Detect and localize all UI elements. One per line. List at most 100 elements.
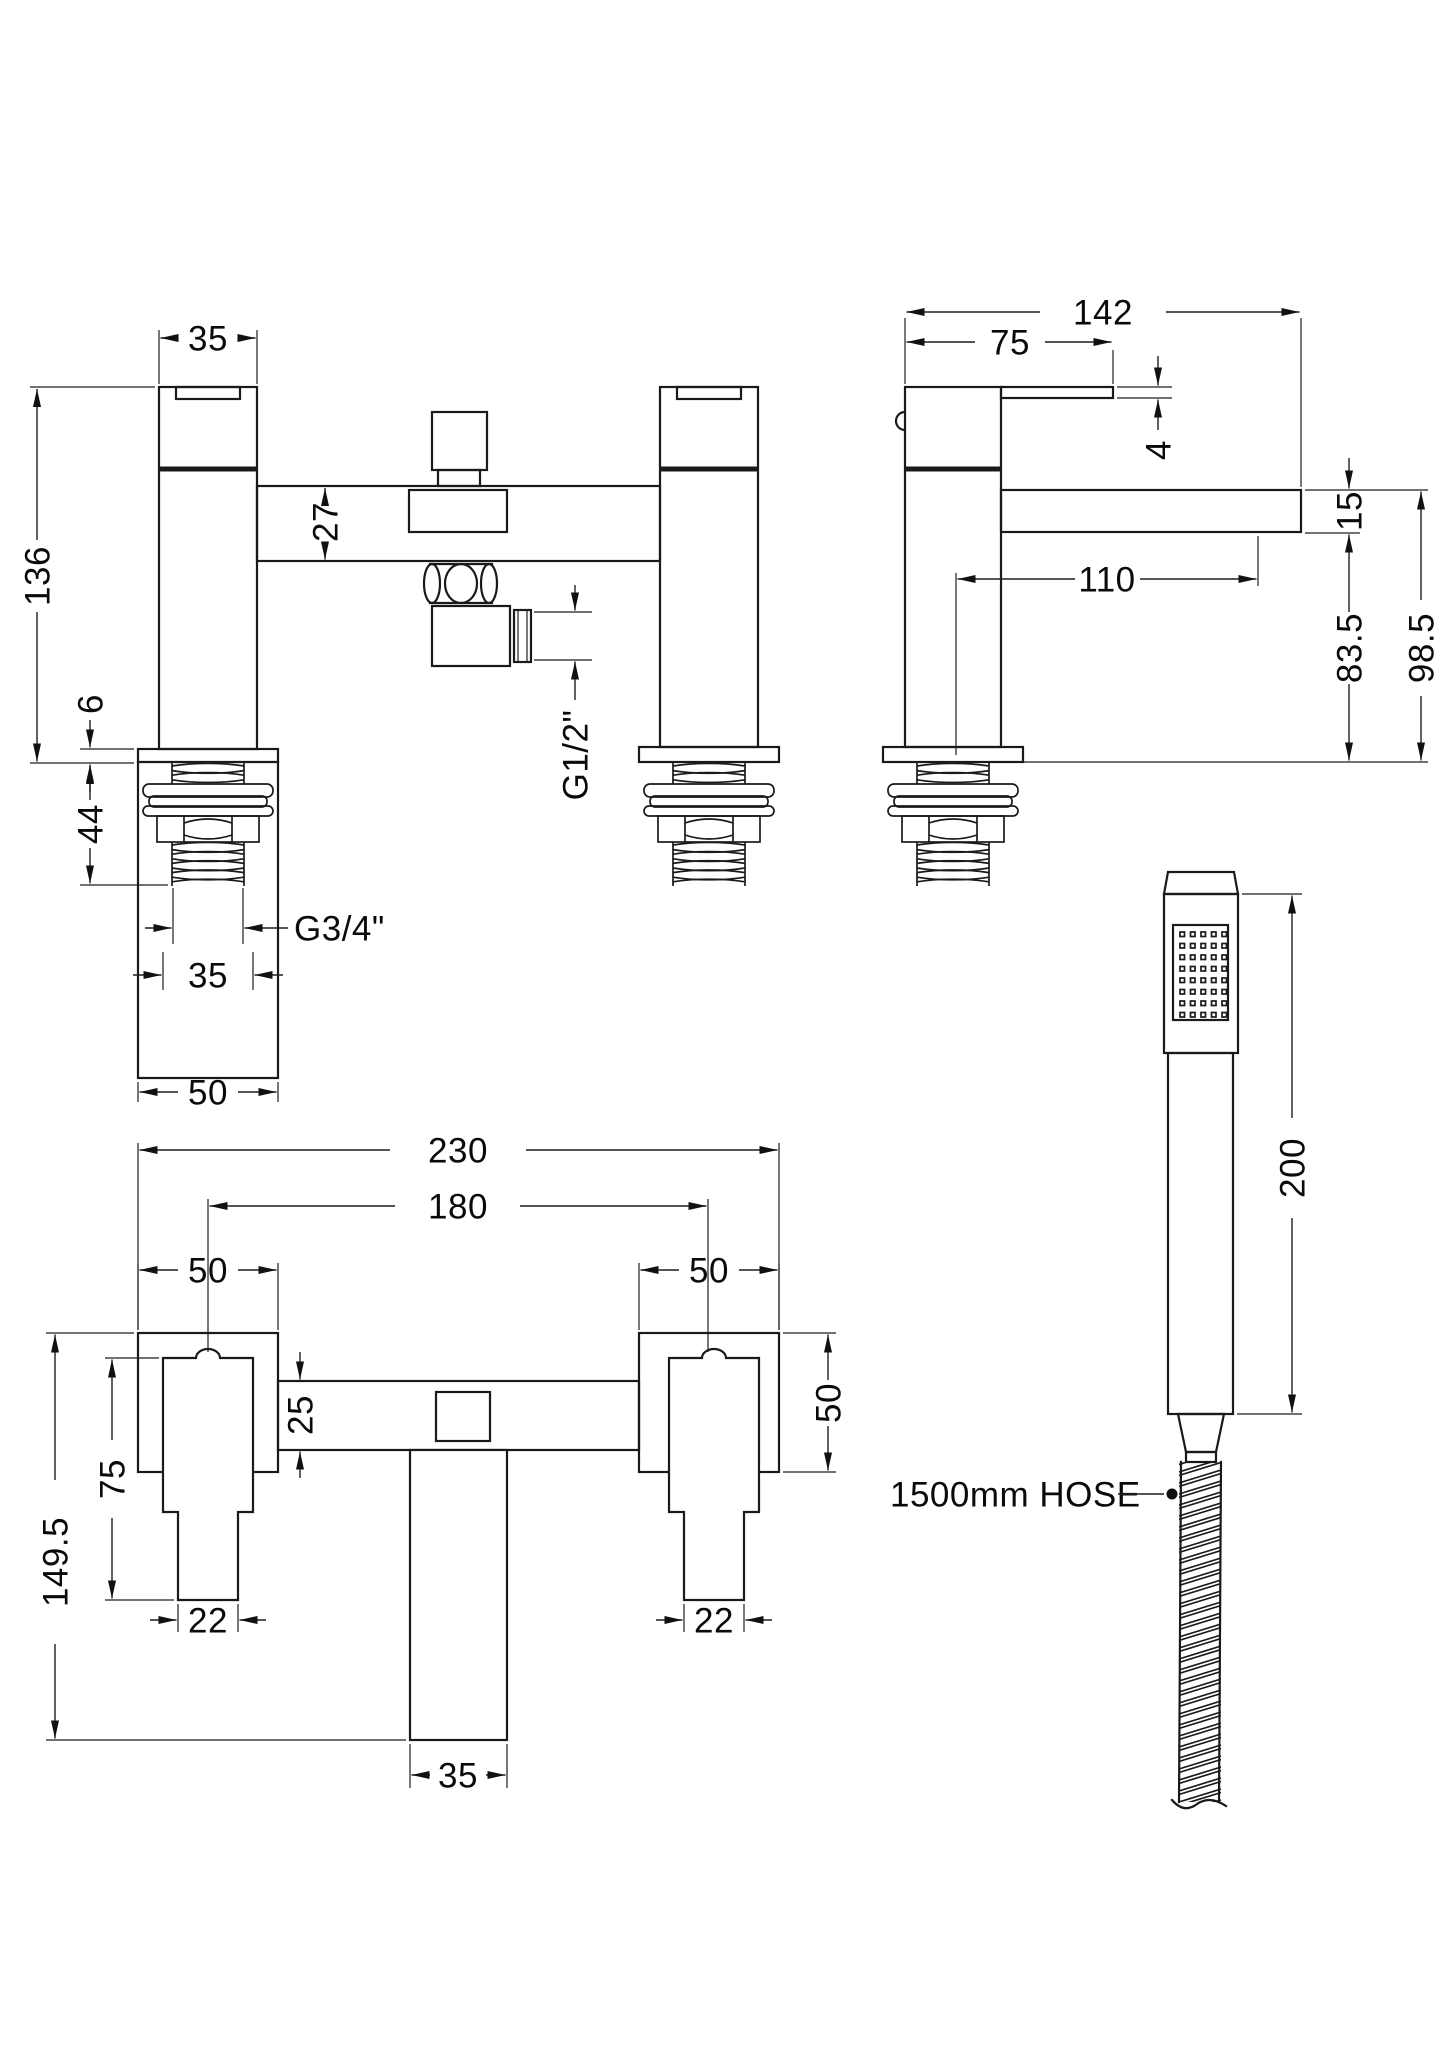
handset-spray-nozzles xyxy=(1179,931,1228,1018)
dim-label: 35 xyxy=(188,956,228,995)
outlet-thread-band xyxy=(512,608,533,664)
dim-label: 22 xyxy=(694,1601,734,1640)
dim-label: 44 xyxy=(71,804,110,844)
dim-label: 35 xyxy=(438,1756,478,1795)
dim-plan-handle-length: 75 xyxy=(93,1357,174,1601)
thread-size-label: G1/2" xyxy=(556,710,595,801)
side-view: 142 75 4 110 15 xyxy=(881,293,1441,886)
dim-front-tail-length: 44 xyxy=(71,766,168,886)
dim-label: 35 xyxy=(188,319,228,358)
right-tail-nut xyxy=(657,815,761,843)
left-tail-nut xyxy=(156,815,260,843)
dim-label: 75 xyxy=(93,1459,132,1499)
handset-view: 200 1500mm HOSE xyxy=(890,870,1312,1810)
right-tail-thread-upper xyxy=(672,762,746,784)
dim-label: 142 xyxy=(1073,293,1133,332)
front-left-aerator-slot xyxy=(174,385,242,401)
dim-label: 50 xyxy=(188,1251,228,1290)
dim-label: 180 xyxy=(428,1187,488,1226)
dim-side-spout-top-height: 98.5 xyxy=(1402,491,1441,761)
dim-plan-centres: 180 xyxy=(207,1187,709,1352)
front-view: 35 27 136 6 44 xyxy=(18,319,781,1112)
dim-label: 15 xyxy=(1330,491,1369,531)
dim-label: 50 xyxy=(689,1251,729,1290)
diverter-knob-neck xyxy=(436,468,482,488)
dim-label: 230 xyxy=(428,1131,488,1170)
outlet-elbow-body xyxy=(430,604,512,668)
dim-plan-plate-left: 50 xyxy=(137,1251,279,1330)
dim-plan-body-depth: 25 xyxy=(281,1352,320,1478)
hose-length-callout: 1500mm HOSE xyxy=(890,1475,1178,1514)
dim-label: 110 xyxy=(1078,560,1135,599)
thread-size-label: G3/4" xyxy=(294,909,385,948)
diverter-plate xyxy=(407,488,509,534)
dim-side-handle-thickness: 4 xyxy=(1117,356,1178,460)
dim-plan-handle-width-right: 22 xyxy=(656,1601,772,1640)
dim-plan-plate-side: 50 xyxy=(783,1332,848,1473)
dim-front-height: 136 xyxy=(18,386,155,764)
dim-label: 50 xyxy=(809,1383,848,1423)
leader-dot xyxy=(1166,1488,1178,1500)
plan-left-handle xyxy=(161,1347,255,1602)
side-tail-thread-upper xyxy=(916,762,990,784)
side-spout xyxy=(999,488,1303,534)
dim-front-deck-plate: 6 xyxy=(71,694,134,792)
dim-label: 27 xyxy=(306,502,345,542)
plan-spout xyxy=(408,1448,509,1742)
handset-handle xyxy=(1166,1051,1235,1416)
dim-plan-handle-width-left: 22 xyxy=(150,1601,266,1640)
plan-right-handle xyxy=(667,1347,761,1602)
dim-label: 50 xyxy=(188,1073,228,1112)
dim-plan-plate-right: 50 xyxy=(638,1251,780,1330)
dim-front-bridge-depth: 27 xyxy=(306,488,345,560)
left-tail-washers xyxy=(142,783,274,817)
dim-front-plate-width: 50 xyxy=(137,1073,279,1112)
dim-outlet-thread: G1/2" xyxy=(534,585,595,800)
right-tail-thread-lower xyxy=(672,841,746,886)
dim-side-spout-underside-height: 83.5 xyxy=(1330,534,1369,761)
dim-label: 200 xyxy=(1273,1138,1312,1198)
dim-label: 4 xyxy=(1139,440,1178,460)
dim-side-spout-reach: 110 xyxy=(955,536,1259,755)
dim-label: 149.5 xyxy=(36,1517,75,1607)
dim-label: 25 xyxy=(281,1395,320,1435)
left-shank-outline xyxy=(136,747,280,1080)
side-tail-thread-lower xyxy=(916,841,990,886)
hose-break-line xyxy=(1170,1798,1228,1810)
dim-front-width-top: 35 xyxy=(158,319,258,384)
right-tail-washers xyxy=(643,783,775,817)
dim-label: 136 xyxy=(18,546,57,606)
dim-label: 98.5 xyxy=(1402,613,1441,683)
dim-front-tail-thread: G3/4" xyxy=(145,888,385,948)
shower-outlet-swivel-nut xyxy=(422,562,499,605)
diverter-knob xyxy=(430,410,489,472)
hose-label: 1500mm HOSE xyxy=(890,1475,1141,1514)
dim-side-handle-reach: 75 xyxy=(906,323,1114,384)
dim-label: 75 xyxy=(990,323,1030,362)
dim-side-total-depth: 142 xyxy=(904,293,1302,487)
dim-side-spout-thickness: 15 xyxy=(1305,458,1428,534)
side-tail-washers xyxy=(887,783,1019,817)
dim-plan-total-width: 230 xyxy=(137,1131,780,1330)
front-right-aerator-slot xyxy=(675,385,743,401)
left-tail-thread-upper xyxy=(171,762,245,784)
dim-label: 83.5 xyxy=(1330,613,1369,683)
hose-spiral-ribs xyxy=(1179,1462,1221,1802)
handset-cap xyxy=(1162,870,1240,896)
hose xyxy=(1170,1460,1228,1810)
side-indicator-bump xyxy=(894,410,907,432)
dim-front-tail-width: 35 xyxy=(133,952,283,995)
hose-connector-collar xyxy=(1184,1450,1218,1464)
front-left-pillar xyxy=(157,385,259,751)
side-pillar xyxy=(903,385,1003,749)
plan-view: 230 180 50 50 25 xyxy=(36,1131,848,1795)
plan-diverter-knob xyxy=(434,1390,492,1443)
front-right-pillar xyxy=(658,385,760,749)
dim-label: 22 xyxy=(188,1601,228,1640)
dim-plan-total-depth: 149.5 xyxy=(36,1332,406,1741)
side-tail-nut xyxy=(901,815,1005,843)
side-base-plate xyxy=(881,745,1025,764)
dim-plan-spout-width: 35 xyxy=(409,1744,508,1795)
